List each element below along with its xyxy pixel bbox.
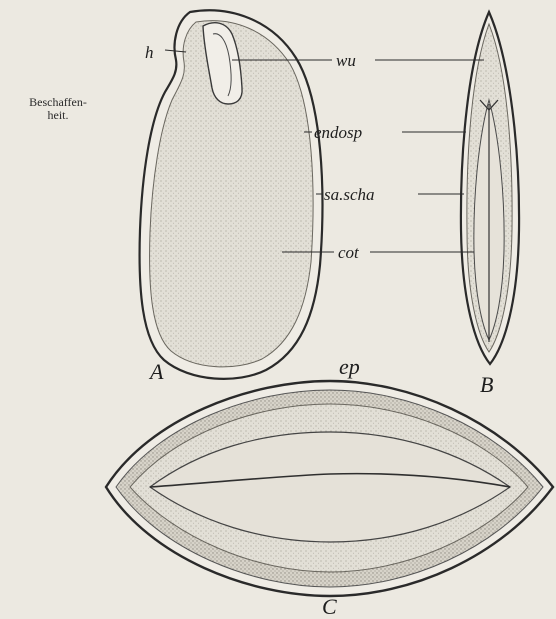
label-endosp: endosp: [314, 123, 362, 142]
label-wu: wu: [336, 51, 356, 70]
figure-c-seed: [106, 381, 553, 596]
figure-b-seed: [461, 12, 519, 364]
label-figure-b: B: [480, 372, 493, 397]
label-h: h: [145, 43, 154, 62]
figure-a-seed: [140, 10, 323, 379]
label-cot: cot: [338, 243, 360, 262]
label-figure-a: A: [148, 359, 164, 384]
label-figure-c: C: [322, 594, 337, 619]
label-ep: ep: [339, 354, 360, 379]
label-sa-scha: sa.scha: [324, 185, 375, 204]
